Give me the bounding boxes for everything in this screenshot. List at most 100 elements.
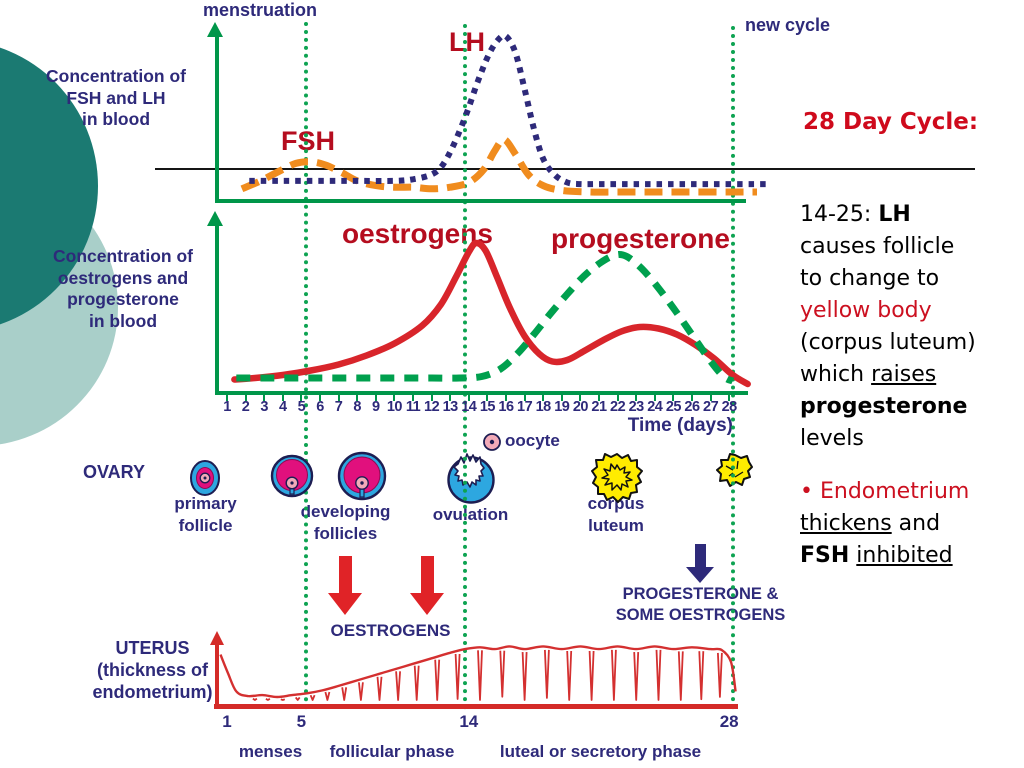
axis-tick	[728, 395, 731, 401]
phase-menses-label: menses	[238, 742, 303, 761]
ovary-label: OVARY	[83, 462, 146, 482]
mid-chart-y-label: Concentration of oestrogens and progeste…	[53, 246, 193, 331]
day-tick-label: 4	[279, 399, 287, 415]
day-tick-label: 27	[703, 399, 719, 415]
day-tick-label: 7	[334, 399, 343, 415]
top-y-axis-arrowhead	[207, 22, 223, 37]
uterus-day-label: 1	[222, 712, 232, 731]
axis-tick	[672, 395, 675, 401]
axis-tick	[560, 395, 563, 401]
ovulation-follicle-graphic	[447, 453, 495, 504]
axis-tick	[393, 395, 396, 401]
day-tick-label: 15	[479, 399, 496, 415]
axis-tick	[598, 395, 600, 401]
axis-tick	[244, 395, 247, 401]
axis-tick	[263, 395, 266, 401]
oestrogens-curve	[231, 239, 751, 388]
day-tick-label: 22	[610, 399, 626, 415]
primary-follicle-label: primary follicle	[174, 494, 237, 535]
uterus-y-axis	[215, 644, 219, 708]
cycle-title: 28 Day Cycle:	[803, 109, 979, 135]
day-tick-label: 19	[554, 399, 570, 415]
axis-tick	[635, 395, 638, 401]
corpus-luteum-label: corpus luteum	[587, 494, 645, 535]
endometrium-contour	[219, 645, 737, 699]
progesterone-arrow-label: PROGESTERONE & SOME OESTROGENS	[615, 585, 786, 624]
oocyte-graphic	[483, 433, 501, 451]
day-tick-label: 24	[647, 399, 663, 415]
day-tick-label: 11	[405, 399, 421, 415]
new-cycle-label: new cycle	[745, 15, 831, 35]
day-tick-label: 16	[498, 399, 514, 415]
axis-tick	[226, 395, 228, 401]
day28-dotted-line	[731, 26, 735, 710]
phase-luteal-label: luteal or secretory phase	[499, 742, 702, 761]
axis-tick	[653, 395, 656, 401]
day-tick-label: 14	[461, 399, 477, 415]
axis-tick	[467, 395, 470, 401]
day-tick-label: 20	[572, 399, 589, 415]
oestrogens-arrow-label: OESTROGENS	[330, 621, 451, 640]
axis-tick	[319, 395, 321, 401]
mid-y-axis	[215, 225, 219, 393]
phase-follicular-label: follicular phase	[329, 742, 455, 761]
baseline-reference-line	[155, 168, 975, 170]
axis-tick	[523, 395, 526, 401]
axis-tick	[691, 395, 693, 401]
uterus-chart-y-label: UTERUS (thickness of endometrium)	[92, 638, 213, 702]
day-tick-label: 26	[684, 399, 700, 415]
top-chart-y-label: Concentration of FSH and LH in blood	[46, 66, 186, 129]
developing-follicle-1-graphic	[270, 454, 314, 498]
progesterone-curve-label: progesterone	[551, 223, 730, 254]
axis-tick	[709, 395, 712, 401]
top-y-axis	[215, 36, 219, 202]
uterus-day-label: 5	[296, 712, 307, 731]
uterus-day-label: 14	[459, 712, 479, 731]
degenerating-corpus-luteum-graphic	[716, 453, 753, 487]
mid-x-axis	[215, 391, 748, 395]
day-tick-label: 10	[386, 399, 403, 415]
axis-tick	[430, 395, 433, 401]
day-tick-label: 17	[517, 399, 533, 415]
day-tick-label: 13	[442, 399, 459, 415]
day5-dotted-line	[304, 22, 308, 710]
axis-tick	[281, 395, 284, 401]
axis-tick	[300, 395, 303, 401]
day-tick-label: 12	[424, 399, 440, 415]
day-tick-label: 8	[353, 399, 361, 415]
axis-tick	[486, 395, 489, 401]
oocyte-label: oocyte	[505, 431, 560, 450]
day-tick-label: 3	[260, 399, 268, 415]
day-tick-label: 28	[721, 399, 738, 415]
lh-curve	[249, 32, 767, 188]
axis-tick	[616, 395, 619, 401]
axis-tick	[356, 395, 359, 401]
day-tick-label: 5	[297, 399, 306, 415]
day-tick-label: 6	[316, 399, 324, 415]
day-tick-label: 2	[241, 399, 250, 415]
uterus-day-label: 28	[719, 712, 739, 731]
progesterone-arrow	[686, 544, 714, 583]
day-tick-label: 9	[372, 399, 380, 415]
top-x-axis	[215, 199, 746, 203]
primary-follicle-graphic	[190, 460, 220, 496]
developing-follicles-label: developing follicles	[300, 502, 391, 543]
axis-tick	[337, 395, 340, 401]
day-tick-label: 23	[628, 399, 645, 415]
oestrogens-arrow-2	[410, 556, 444, 615]
developing-follicle-2-graphic	[337, 451, 387, 501]
oestrogens-arrow-1	[328, 556, 362, 615]
time-axis-label: Time (days)	[627, 415, 733, 436]
endometrium-glands	[252, 649, 723, 701]
oestrogens-curve-label: oestrogens	[342, 218, 493, 249]
day-tick-label: 1	[223, 399, 231, 415]
axis-tick	[505, 395, 507, 401]
day-tick-label: 21	[591, 399, 607, 415]
uterus-y-axis-arrowhead	[210, 631, 224, 645]
menstruation-label: menstruation	[203, 0, 318, 20]
axis-tick	[449, 395, 452, 401]
axis-tick	[374, 395, 377, 401]
